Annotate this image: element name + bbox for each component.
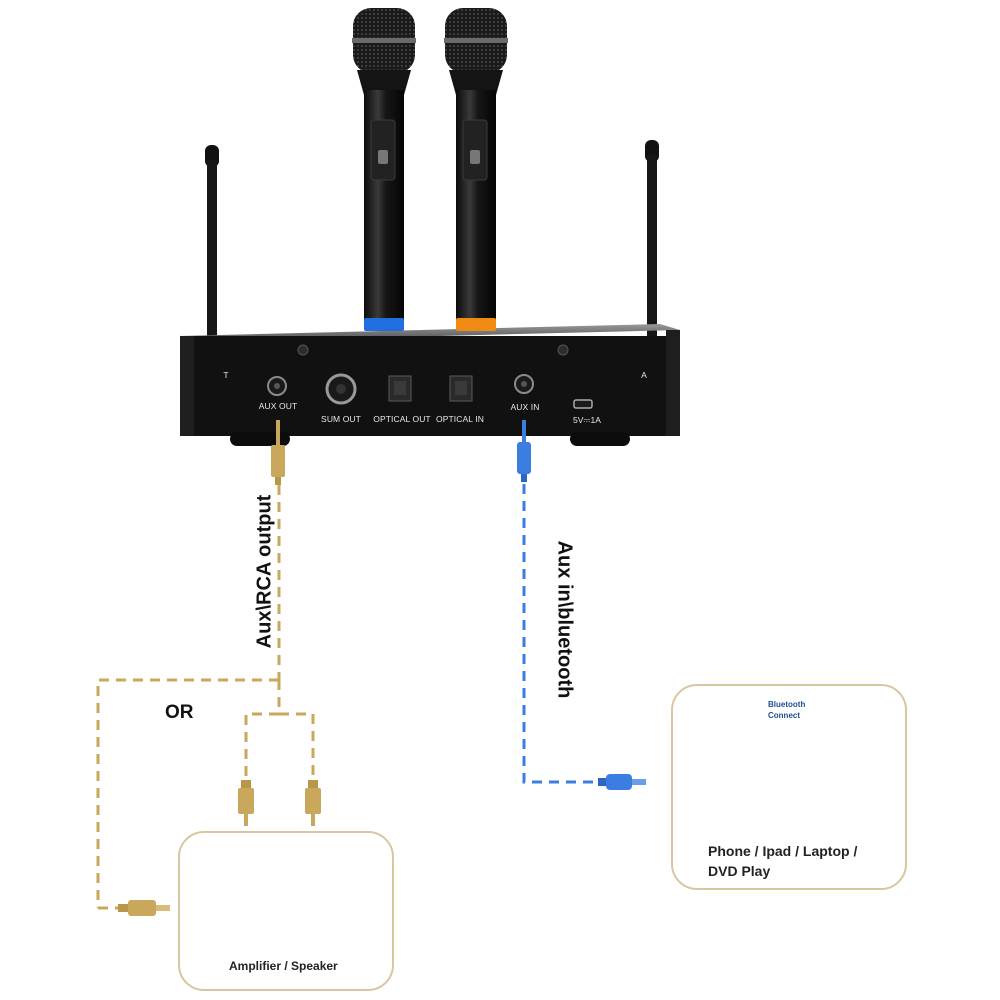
speaker-card-caption: Amplifier / Speaker — [229, 959, 338, 973]
rca-plug-left — [238, 780, 254, 826]
port-label-optical-in: OPTICAL IN — [436, 414, 484, 424]
port-label-optical-out: OPTICAL OUT — [373, 414, 431, 424]
devices-card: Bluetooth Connect Phone / Ipad / Laptop … — [671, 684, 907, 890]
port-label-usb-power: 5V⎓1A — [572, 415, 602, 425]
speaker-card: Amplifier / Speaker — [178, 831, 394, 991]
port-label-aux-out: AUX OUT — [258, 401, 298, 411]
bluetooth-connect-label: Bluetooth Connect — [768, 699, 805, 721]
antenna-left-label: T — [223, 370, 229, 380]
devices-caption-line2: DVD Play — [708, 863, 771, 879]
usb-power-port — [573, 399, 593, 409]
receiver-unit — [180, 324, 680, 446]
devices-card-caption: Phone / Ipad / Laptop / DVD Play — [708, 841, 857, 881]
microphone-2 — [444, 8, 508, 331]
devices-caption-line1: Phone / Ipad / Laptop / — [708, 843, 858, 859]
aux-plug-speaker — [118, 900, 170, 916]
port-label-sum-out: SUM OUT — [321, 414, 361, 424]
antenna-right-label: A — [641, 370, 647, 380]
bluetooth-label-line1: Bluetooth — [768, 700, 806, 709]
input-cable — [517, 420, 598, 784]
or-label: OR — [165, 702, 194, 723]
output-connection-label: Aux\RCA output — [253, 494, 276, 649]
port-label-aux-in: AUX IN — [510, 402, 540, 412]
bluetooth-label-line2: Connect — [768, 711, 800, 720]
microphone-1 — [352, 8, 416, 331]
aux-plug-device — [598, 774, 646, 790]
input-connection-label: Aux in\bluetooth — [553, 540, 576, 699]
output-cable — [96, 420, 315, 910]
rca-plug-right — [305, 780, 321, 826]
